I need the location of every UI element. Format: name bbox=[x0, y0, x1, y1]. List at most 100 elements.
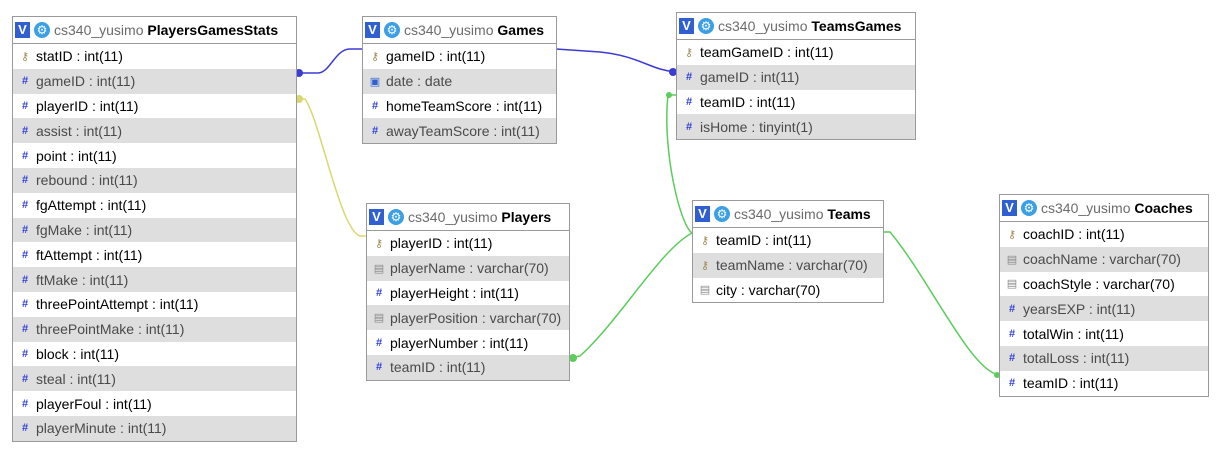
table-games[interactable]: V⚙cs340_yusimo Games⚷gameID : int(11)▣da… bbox=[362, 16, 557, 145]
field-row[interactable]: #gameID : int(11) bbox=[677, 64, 915, 90]
field-row[interactable]: ⚷teamID : int(11) bbox=[693, 228, 883, 253]
table-coaches[interactable]: V⚙cs340_yusimo Coaches⚷coachID : int(11)… bbox=[999, 194, 1209, 397]
key-icon: ⚷ bbox=[700, 234, 710, 247]
collapse-toggle-icon[interactable]: V bbox=[369, 209, 384, 225]
table-header[interactable]: V⚙cs340_yusimo PlayersGamesStats bbox=[13, 17, 296, 44]
hash-icon: # bbox=[1008, 327, 1016, 340]
field-row[interactable]: #ftMake : int(11) bbox=[13, 267, 296, 292]
field-row[interactable]: ▤ coachStyle : varchar(70) bbox=[1000, 272, 1208, 297]
field-row[interactable]: ⚷gameID : int(11) bbox=[363, 44, 556, 69]
field-row[interactable]: ⚷playerID : int(11) bbox=[367, 231, 569, 256]
table-teams[interactable]: V⚙cs340_yusimo Teams⚷teamID : int(11)⚷te… bbox=[692, 200, 884, 304]
field-label: coachStyle : varchar(70) bbox=[1023, 275, 1175, 292]
gear-icon[interactable]: ⚙ bbox=[698, 18, 714, 34]
field-row[interactable]: # playerMinute : int(11) bbox=[13, 415, 296, 441]
collapse-toggle-icon[interactable]: V bbox=[679, 18, 694, 34]
field-label: teamGameID : int(11) bbox=[700, 44, 834, 61]
relation-line-teamsgames-teams bbox=[666, 94, 693, 234]
hash-icon: # bbox=[21, 347, 29, 360]
field-row[interactable]: #teamID : int(11) bbox=[677, 90, 915, 115]
field-label: fgMake : int(11) bbox=[36, 221, 133, 238]
field-row[interactable]: #block : int(11) bbox=[13, 342, 296, 367]
collapse-toggle-icon[interactable]: V bbox=[365, 22, 380, 38]
collapse-toggle-icon[interactable]: V bbox=[695, 206, 710, 222]
hash-icon: # bbox=[685, 71, 693, 84]
hash-icon: # bbox=[1008, 352, 1016, 365]
key-icon: ⚷ bbox=[20, 50, 30, 63]
field-row[interactable]: #ftAttempt : int(11) bbox=[13, 242, 296, 267]
text-field-icon: ▤ bbox=[1006, 278, 1018, 291]
field-row[interactable]: #threePointMake : int(11) bbox=[13, 316, 296, 342]
table-header[interactable]: V⚙cs340_yusimo Teams bbox=[693, 201, 883, 228]
relation-endpoint bbox=[295, 69, 303, 77]
field-label: coachName : varchar(70) bbox=[1023, 251, 1181, 268]
field-row[interactable]: #homeTeamScore : int(11) bbox=[363, 94, 556, 119]
table-teamsgames[interactable]: V⚙cs340_yusimo TeamsGames⚷teamGameID : i… bbox=[676, 12, 916, 141]
table-header[interactable]: V⚙cs340_yusimo TeamsGames bbox=[677, 13, 915, 40]
hash-icon: # bbox=[21, 298, 29, 311]
gear-icon[interactable]: ⚙ bbox=[388, 209, 404, 225]
field-row[interactable]: #steal : int(11) bbox=[13, 366, 296, 392]
relation-endpoint bbox=[666, 92, 672, 98]
field-label: teamID : int(11) bbox=[390, 359, 486, 376]
calendar-icon: ▣ bbox=[369, 75, 381, 88]
database-name: cs340_yusimo bbox=[404, 22, 494, 38]
field-label: playerFoul : int(11) bbox=[36, 395, 152, 412]
table-header[interactable]: V⚙cs340_yusimo Coaches bbox=[1000, 195, 1208, 222]
field-row[interactable]: #threePointAttempt : int(11) bbox=[13, 292, 296, 317]
field-row[interactable]: ▤coachName : varchar(70) bbox=[1000, 246, 1208, 272]
relation-endpoint bbox=[569, 354, 577, 362]
table-header[interactable]: V⚙cs340_yusimo Games bbox=[363, 17, 556, 44]
field-row[interactable]: ⚷statID : int(11) bbox=[13, 44, 296, 69]
field-row[interactable]: #fgMake : int(11) bbox=[13, 217, 296, 243]
field-row[interactable]: #fgAttempt : int(11) bbox=[13, 193, 296, 218]
field-row[interactable]: ▤playerPosition : varchar(70) bbox=[367, 305, 569, 331]
hash-icon: # bbox=[21, 75, 29, 88]
field-row[interactable]: #playerNumber : int(11) bbox=[367, 330, 569, 355]
table-playersgamesstats[interactable]: V⚙cs340_yusimo PlayersGamesStats⚷statID … bbox=[12, 16, 297, 442]
gear-icon[interactable]: ⚙ bbox=[1021, 200, 1037, 216]
key-icon: ⚷ bbox=[1007, 228, 1017, 241]
field-label: playerID : int(11) bbox=[390, 235, 493, 252]
hash-icon: # bbox=[21, 422, 29, 435]
field-row[interactable]: ▤city : varchar(70) bbox=[693, 278, 883, 303]
field-row[interactable]: #yearsEXP : int(11) bbox=[1000, 296, 1208, 322]
field-row[interactable]: ▣date : date bbox=[363, 68, 556, 94]
collapse-toggle-icon[interactable]: V bbox=[15, 22, 30, 38]
field-row[interactable]: #playerFoul : int(11) bbox=[13, 391, 296, 416]
field-label: teamID : int(11) bbox=[1023, 375, 1119, 392]
field-row[interactable]: #teamID : int(11) bbox=[1000, 371, 1208, 396]
text-field-icon: ▤ bbox=[373, 262, 385, 275]
hash-icon: # bbox=[21, 248, 29, 261]
gear-icon[interactable]: ⚙ bbox=[384, 22, 400, 38]
gear-icon[interactable]: ⚙ bbox=[34, 22, 50, 38]
field-row[interactable]: ⚷teamName : varchar(70) bbox=[693, 252, 883, 278]
hash-icon: # bbox=[21, 273, 29, 286]
field-row[interactable]: #playerID : int(11) bbox=[13, 94, 296, 119]
field-label: playerMinute : int(11) bbox=[36, 420, 167, 437]
field-row[interactable]: #awayTeamScore : int(11) bbox=[363, 118, 556, 144]
field-row[interactable]: #isHome : tinyint(1) bbox=[677, 114, 915, 140]
field-row[interactable]: #totalLoss : int(11) bbox=[1000, 345, 1208, 371]
table-header[interactable]: V⚙cs340_yusimo Players bbox=[367, 204, 569, 231]
relation-endpoint bbox=[669, 68, 677, 76]
table-players[interactable]: V⚙cs340_yusimo Players⚷playerID : int(11… bbox=[366, 203, 570, 381]
field-row[interactable]: ⚷coachID : int(11) bbox=[1000, 222, 1208, 247]
field-row[interactable]: ⚷teamGameID : int(11) bbox=[677, 40, 915, 65]
field-label: teamID : int(11) bbox=[700, 93, 796, 110]
field-row[interactable]: ▤playerName : varchar(70) bbox=[367, 255, 569, 281]
field-label: steal : int(11) bbox=[36, 370, 116, 387]
field-row[interactable]: #point : int(11) bbox=[13, 143, 296, 168]
hash-icon: # bbox=[685, 120, 693, 133]
hash-icon: # bbox=[21, 323, 29, 336]
field-row[interactable]: #gameID : int(11) bbox=[13, 68, 296, 94]
field-row[interactable]: #rebound : int(11) bbox=[13, 167, 296, 193]
field-label: totalWin : int(11) bbox=[1023, 325, 1124, 342]
collapse-toggle-icon[interactable]: V bbox=[1002, 200, 1017, 216]
field-row[interactable]: # totalWin : int(11) bbox=[1000, 321, 1208, 346]
field-row[interactable]: #assist : int(11) bbox=[13, 118, 296, 144]
field-row[interactable]: #teamID : int(11) bbox=[367, 354, 569, 380]
field-row[interactable]: #playerHeight : int(11) bbox=[367, 281, 569, 306]
gear-icon[interactable]: ⚙ bbox=[714, 206, 730, 222]
